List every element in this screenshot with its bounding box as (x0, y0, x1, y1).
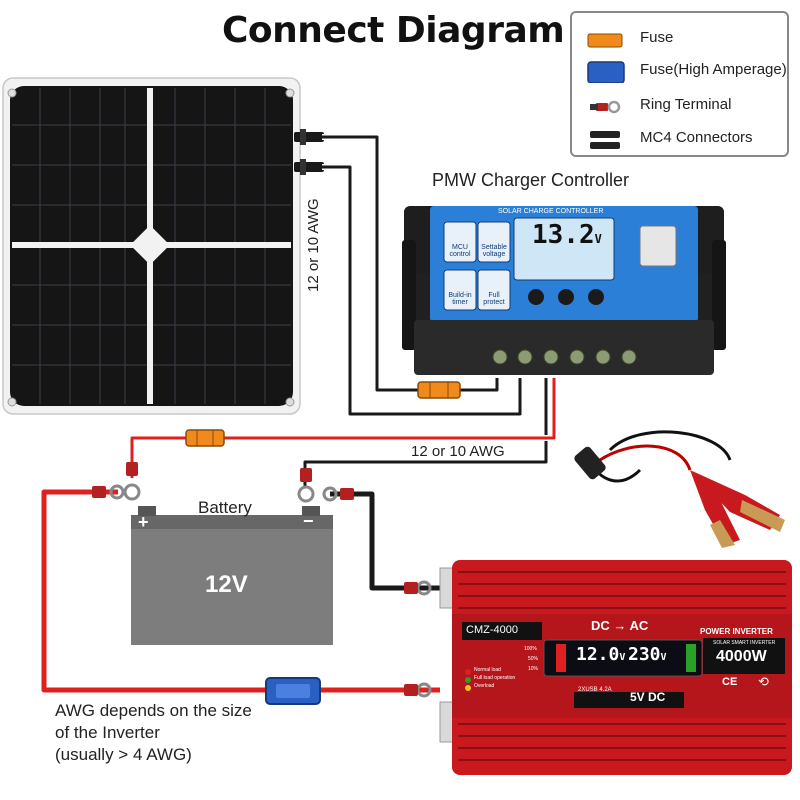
inverter-status-normal: Normal load (474, 667, 501, 673)
solar-panel (2, 77, 301, 415)
fuse-icon (417, 381, 461, 399)
inverter-level-50: 50% (528, 656, 539, 662)
awg-note: AWG depends on the size of the Inverter … (55, 701, 252, 764)
recycle-icon: ⟲ (758, 674, 769, 689)
inverter-mode: DC → AC (591, 618, 649, 633)
controller-label: PMW Charger Controller (432, 170, 630, 190)
inverter-model: CMZ-4000 (466, 624, 518, 636)
battery-positive-terminal: + (138, 512, 149, 532)
power-inverter (439, 560, 792, 775)
legend-item-mc4-connectors: MC4 Connectors (572, 123, 787, 153)
legend-item-fuse: Fuse (572, 23, 787, 53)
battery-negative-terminal: − (303, 511, 314, 531)
inverter-level-10: 10% (528, 666, 539, 672)
controller-button-voltage: Settable voltage (481, 244, 507, 258)
charge-controller (402, 206, 726, 375)
fuse-icon (185, 429, 225, 447)
controller-button-timer: Build-in timer (448, 292, 472, 306)
inverter-status-overload: Overload (474, 683, 495, 689)
panel-wires (322, 134, 523, 417)
awg-label-battery: 12 or 10 AWG (411, 443, 505, 460)
awg-label-panel: 12 or 10 AWG (305, 198, 322, 292)
controller-button-mcu: MCU control (449, 244, 471, 258)
high-amperage-fuse-icon (587, 61, 625, 83)
inverter-dc-readout: 12.0V (576, 644, 626, 665)
alligator-clip-cable (574, 430, 785, 548)
battery-label: Battery (198, 498, 252, 517)
battery-voltage: 12V (205, 571, 248, 598)
mc4-connector-icon (294, 129, 324, 175)
inverter-subtitle: SOLAR SMART INVERTER (713, 640, 776, 646)
inverter-usb-port: 2XUSB 4.2A (578, 687, 612, 693)
high-amperage-fuse-icon (265, 677, 321, 705)
inverter-status-full: Full load operation (474, 675, 516, 681)
inverter-badge: POWER INVERTER (700, 627, 773, 636)
legend-item-high-amperage-fuse: Fuse(High Amperage) (572, 55, 787, 85)
controller-button-protect: Full protect (483, 292, 505, 306)
mc4-connector-icon (590, 131, 620, 149)
ring-terminal-icon (92, 462, 418, 696)
controller-header: SOLAR CHARGE CONTROLLER (498, 208, 604, 215)
inverter-ce-mark: CE (722, 676, 738, 688)
inverter-usb-label: 5V DC (630, 690, 666, 704)
fuse-icon (587, 33, 623, 48)
inverter-level-100: 100% (524, 646, 537, 652)
legend: Fuse Fuse(High Amperage) Ring Terminal M… (570, 11, 789, 157)
inverter-power: 4000W (716, 648, 767, 665)
controller-voltage-readout: 13.2V (532, 220, 602, 250)
page-title: Connect Diagram (222, 10, 565, 51)
legend-item-ring-terminal: Ring Terminal (572, 90, 787, 120)
battery (131, 506, 333, 645)
ring-terminal-icon (590, 100, 621, 114)
inverter-ac-readout: 230V (628, 644, 667, 665)
ring-terminal-icon (109, 483, 432, 698)
